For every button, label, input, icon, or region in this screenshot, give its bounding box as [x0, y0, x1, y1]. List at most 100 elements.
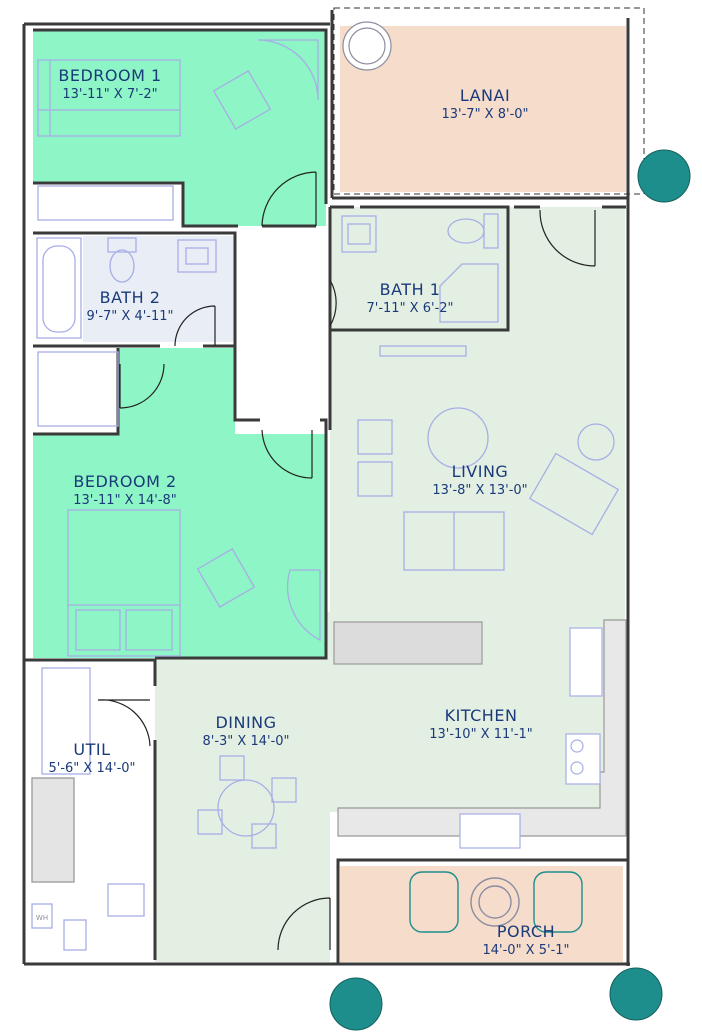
room-name: BATH 2 [99, 288, 161, 307]
kitchen-counter [337, 619, 627, 837]
washer [107, 883, 145, 917]
dining-chair-4 [197, 809, 223, 835]
tree-2 [329, 977, 383, 1031]
desk-2 [287, 569, 321, 642]
dining-chair-3 [251, 823, 277, 849]
vanity [379, 345, 467, 357]
room-label-porch: PORCH 14'-0" X 5'-1" [482, 922, 569, 958]
room-label-dining: DINING 8'-3" X 14'-0" [202, 713, 289, 749]
room-name: PORCH [496, 922, 556, 941]
lanai-roof-outline [333, 7, 645, 195]
util-toilet [63, 919, 87, 951]
bedroom1-hall-floor [183, 183, 326, 226]
room-label-bath2: BATH 2 9'-7" X 4'-11" [86, 288, 173, 324]
dining-table [217, 779, 275, 837]
room-dims: 14'-0" X 5'-1" [482, 943, 570, 958]
bed-2 [67, 509, 181, 657]
porch-table [470, 877, 520, 927]
desk-chair-1 [212, 70, 272, 130]
closet-2 [37, 351, 119, 427]
lanai-furniture [342, 21, 392, 71]
sink-2 [177, 239, 217, 273]
bath1-fixtures [341, 213, 499, 357]
bathtub [36, 237, 82, 339]
bedroom1-furniture [37, 39, 319, 221]
porch-chair-2 [533, 871, 583, 933]
room-name: KITCHEN [444, 706, 518, 725]
room-dims: 13'-10" X 11'-1" [429, 727, 533, 742]
room-dims: 7'-11" X 6'-2" [366, 301, 454, 316]
accent-chair-2 [357, 461, 393, 497]
bedroom2-closet-floor [118, 348, 235, 434]
room-name: LANAI [459, 86, 511, 105]
room-name: BEDROOM 2 [73, 472, 177, 491]
room-fills [33, 26, 626, 962]
room-label-bath1: BATH 1 7'-11" X 6'-2" [366, 280, 453, 316]
sink-1 [341, 215, 377, 253]
dining-chair-1 [219, 755, 245, 781]
lanai-table [342, 21, 392, 71]
room-name: BATH 1 [379, 280, 441, 299]
walls [22, 10, 630, 966]
armchair [528, 452, 620, 536]
dining-floor [155, 812, 330, 962]
room-name: BEDROOM 1 [58, 66, 162, 85]
bath2-fixtures [36, 237, 217, 339]
room-label-util: UTIL 5'-6" X 14'-0" [48, 740, 135, 776]
room-dims: 13'-7" X 8'-0" [441, 107, 529, 122]
door-porch [277, 897, 331, 951]
living-furniture [357, 407, 620, 571]
room-dims: 13'-11" X 7'-2" [62, 87, 158, 102]
room-dims: 5'-6" X 14'-0" [48, 761, 136, 776]
door-bath2 [174, 305, 216, 347]
counter-util [31, 777, 75, 883]
door-util [97, 699, 151, 747]
fridge [569, 627, 603, 697]
room-dims: 13'-11" X 14'-8" [73, 493, 177, 508]
closet-1 [37, 185, 174, 221]
tree-1 [637, 149, 691, 203]
desk-chair-2 [196, 548, 256, 608]
util-fixtures [31, 667, 145, 951]
doors [97, 171, 596, 951]
toilet-2 [109, 249, 135, 283]
freezer [41, 667, 91, 775]
door-bedroom1 [261, 171, 317, 227]
room-label-bedroom2: BEDROOM 2 13'-11" X 14'-8" [73, 472, 177, 508]
room-label-kitchen: KITCHEN 13'-10" X 11'-1" [429, 706, 533, 742]
accent-chair-1 [357, 419, 393, 455]
desk-1 [257, 39, 319, 101]
range [565, 733, 601, 785]
water-heater [31, 903, 53, 929]
room-dims: 8'-3" X 14'-0" [202, 734, 290, 749]
kitchen-sink [459, 813, 521, 849]
porch-furniture [409, 871, 583, 933]
water-heater-label: WH [36, 914, 48, 922]
room-dims: 9'-7" X 4'-11" [86, 309, 174, 324]
dining-chair-2 [271, 777, 297, 803]
room-name: UTIL [73, 740, 111, 759]
door-closet [119, 363, 165, 409]
door-bedroom2 [261, 429, 313, 479]
kitchen-fixtures [333, 619, 627, 849]
room-label-bedroom1: BEDROOM 1 13'-11" X 7'-2" [58, 66, 161, 102]
dining-furniture [197, 755, 297, 849]
bed-1 [37, 59, 181, 137]
living-floor [330, 207, 625, 612]
door-lanai [539, 209, 596, 267]
bedroom2-furniture [37, 351, 321, 657]
bath2-floor [83, 236, 235, 342]
room-dims: 13'-8" X 13'-0" [432, 483, 528, 498]
kitchen-island [333, 621, 483, 665]
room-label-lanai: LANAI 13'-7" X 8'-0" [441, 86, 528, 122]
living-table [427, 407, 489, 469]
door-bath1 [329, 279, 337, 327]
room-name: LIVING [451, 462, 509, 481]
toilet-1 [447, 218, 485, 244]
toilet-2-tank [107, 237, 137, 253]
tree-3 [609, 967, 663, 1021]
trees [329, 149, 691, 1031]
shower [439, 263, 499, 323]
side-table [577, 423, 615, 461]
